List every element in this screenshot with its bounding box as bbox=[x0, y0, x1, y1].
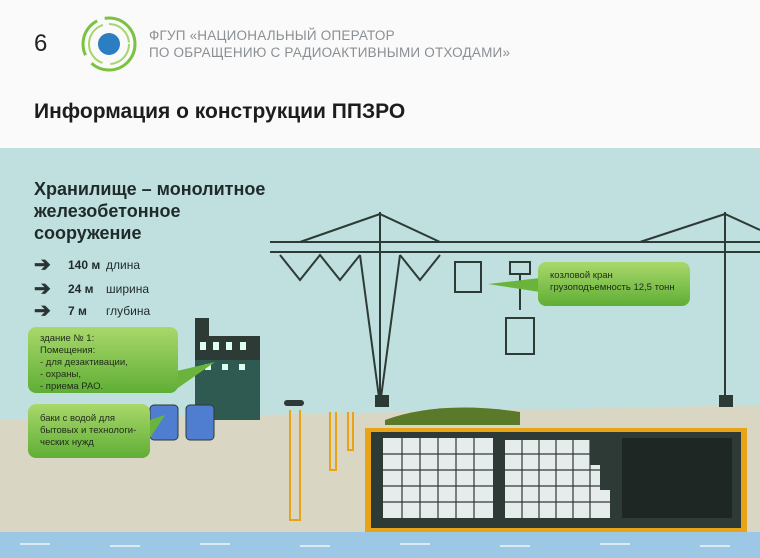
organization-name: ФГУП «НАЦИОНАЛЬНЫЙ ОПЕРАТОР ПО ОБРАЩЕНИЮ… bbox=[149, 27, 510, 61]
page-number: 6 bbox=[34, 30, 48, 57]
org-line-1: ФГУП «НАЦИОНАЛЬНЫЙ ОПЕРАТОР bbox=[149, 28, 395, 43]
arrow-right-icon: ➔ bbox=[34, 300, 51, 322]
callout-line: - для дезактивации, bbox=[40, 357, 128, 368]
heading-line: Хранилище – монолитное bbox=[34, 179, 266, 199]
heading-line: сооружение bbox=[34, 223, 142, 243]
callout-line: бытовых и технологи- bbox=[40, 425, 137, 436]
dimension-length: ➔ 140 м длина bbox=[34, 252, 140, 277]
callout-line: баки с водой для bbox=[40, 413, 116, 424]
wells bbox=[289, 410, 354, 521]
compartment-empty bbox=[622, 438, 732, 518]
page-title: Информация о конструкции ППЗРО bbox=[34, 100, 406, 123]
callout-line: козловой кран bbox=[550, 270, 613, 281]
callout-line: - охраны, bbox=[40, 369, 82, 380]
dimension-label: глубина bbox=[106, 303, 151, 318]
storage-heading: Хранилище – монолитное железобетонное со… bbox=[34, 178, 265, 244]
dimension-width: ➔ 24 м ширина bbox=[34, 276, 149, 301]
callout-crane: козловой кран грузоподъемность 12,5 тонн bbox=[538, 262, 690, 306]
dimension-label: длина bbox=[106, 257, 141, 272]
dimension-label: ширина bbox=[106, 281, 150, 296]
dimension-value: 140 м bbox=[68, 257, 101, 272]
mound bbox=[385, 407, 520, 425]
dimension-depth: ➔ 7 м глубина bbox=[34, 298, 150, 323]
compartment-partial bbox=[505, 440, 610, 518]
water-flow-arrows bbox=[20, 543, 730, 547]
callout-tanks: баки с водой для бытовых и технологи- че… bbox=[28, 404, 150, 458]
arrow-right-icon: ➔ bbox=[34, 278, 51, 300]
storage-illustration bbox=[0, 148, 760, 558]
water-tank bbox=[185, 404, 215, 441]
callout-line: Помещения: bbox=[40, 345, 96, 356]
callout-line: ческих нужд bbox=[40, 437, 94, 448]
chimney bbox=[195, 318, 209, 338]
callout-building: здание № 1: Помещения: - для дезактиваци… bbox=[28, 327, 178, 393]
callout-line: - приема РАО. bbox=[40, 381, 104, 392]
water bbox=[0, 532, 760, 558]
dimension-value: 24 м bbox=[68, 281, 94, 296]
callout-line: грузоподъемность 12,5 тонн bbox=[550, 282, 675, 293]
logo-rings-icon bbox=[81, 16, 137, 72]
dimension-value: 7 м bbox=[68, 303, 87, 318]
org-line-2: ПО ОБРАЩЕНИЮ С РАДИОАКТИВНЫМИ ОТХОДАМИ» bbox=[149, 45, 511, 60]
arrow-right-icon: ➔ bbox=[34, 254, 51, 276]
heading-line: железобетонное bbox=[34, 201, 181, 221]
callout-line: здание № 1: bbox=[40, 333, 95, 344]
